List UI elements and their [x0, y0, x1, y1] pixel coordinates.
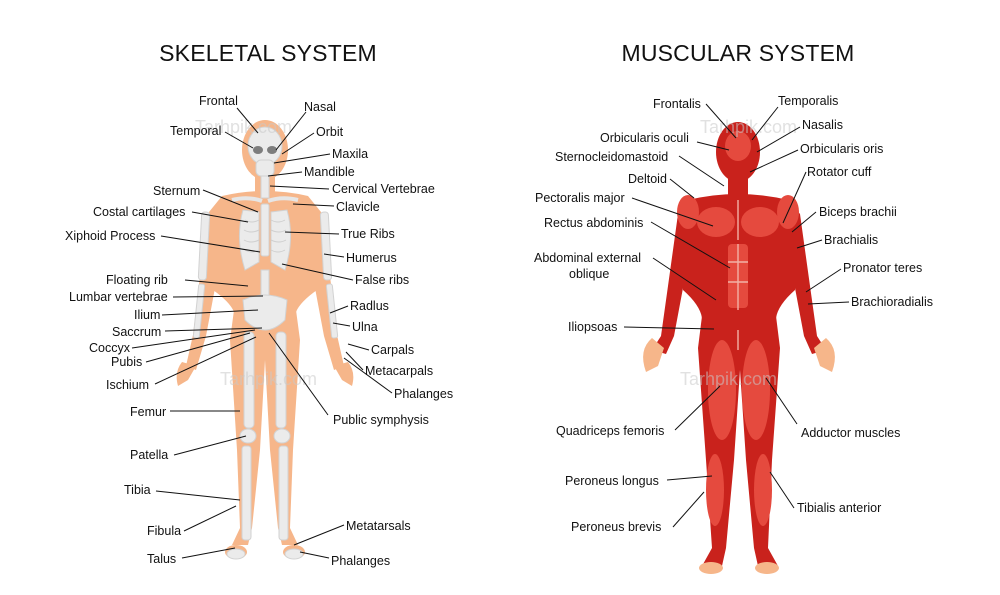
- label-radlus: Radlus: [350, 299, 389, 313]
- label-ulna: Ulna: [352, 320, 378, 334]
- muscle-body: [652, 122, 826, 566]
- watermark-text: Tarhpik.com: [220, 369, 317, 389]
- label-clavicle: Clavicle: [336, 200, 380, 214]
- label-metatarsals: Metatarsals: [346, 519, 411, 533]
- label-orbit: Orbit: [316, 125, 344, 139]
- label-maxila: Maxila: [332, 147, 368, 161]
- label-ischium: Ischium: [106, 378, 149, 392]
- skeletal-labels: Frontal Nasal Temporal Orbit Maxila Mand…: [65, 94, 453, 568]
- watermarks: Tarhpik.com Tarhpik.com Tarhpik.com Tarh…: [195, 117, 797, 389]
- label-public-symphysis: Public symphysis: [333, 413, 429, 427]
- label-sternocleidomastoid: Sternocleidomastoid: [555, 150, 668, 164]
- bones: [192, 126, 339, 560]
- label-orbicularis-oris: Orbicularis oris: [800, 142, 883, 156]
- label-deltoid: Deltoid: [628, 172, 667, 186]
- label-mandible: Mandible: [304, 165, 355, 179]
- label-brachioradialis: Brachioradialis: [851, 295, 933, 309]
- label-frontalis: Frontalis: [653, 97, 701, 111]
- label-peroneus-brevis: Peroneus brevis: [571, 520, 661, 534]
- label-nasal: Nasal: [304, 100, 336, 114]
- label-rotator-cuff: Rotator cuff: [807, 165, 872, 179]
- label-temporal: Temporal: [170, 124, 221, 138]
- label-carpals: Carpals: [371, 343, 414, 357]
- watermark-text: Tarhpik.com: [195, 117, 292, 137]
- label-false-ribs: False ribs: [355, 273, 409, 287]
- label-temporalis: Temporalis: [778, 94, 838, 108]
- muscle-fibre-lines: [728, 200, 748, 350]
- label-nasalis: Nasalis: [802, 118, 843, 132]
- hands-feet: [643, 338, 835, 574]
- label-peroneus-longus: Peroneus longus: [565, 474, 659, 488]
- muscle-highlights: [677, 131, 799, 526]
- label-quadriceps-femoris: Quadriceps femoris: [556, 424, 664, 438]
- label-pectoralis-major: Pectoralis major: [535, 191, 625, 205]
- label-femur: Femur: [130, 405, 166, 419]
- watermark-text: Tarhpik.com: [680, 369, 777, 389]
- label-orbicularis-oculi: Orbicularis oculi: [600, 131, 689, 145]
- label-humerus: Humerus: [346, 251, 397, 265]
- label-patella: Patella: [130, 448, 168, 462]
- label-costal-cartilages: Costal cartilages: [93, 205, 185, 219]
- watermark-text: Tarhpik.com: [700, 117, 797, 137]
- skeletal-leader-lines: [131, 107, 393, 559]
- label-brachialis: Brachialis: [824, 233, 878, 247]
- label-abdominal-external: Abdominal external: [534, 251, 641, 265]
- label-coccyx: Coccyx: [89, 341, 131, 355]
- label-metacarpals: Metacarpals: [365, 364, 433, 378]
- label-phalanges-hand: Phalanges: [394, 387, 453, 401]
- label-frontal: Frontal: [199, 94, 238, 108]
- muscular-labels: Frontalis Temporalis Nasalis Orbicularis…: [534, 94, 933, 534]
- label-tibialis-anterior: Tibialis anterior: [797, 501, 881, 515]
- label-floating-rib: Floating rib: [106, 273, 168, 287]
- muscular-leader-lines: [623, 103, 850, 528]
- skeletal-title: SKELETAL SYSTEM: [159, 40, 377, 66]
- label-cervical-vertebrae: Cervical Vertebrae: [332, 182, 435, 196]
- label-ilium: Ilium: [134, 308, 160, 322]
- muscular-title: MUSCULAR SYSTEM: [621, 40, 854, 66]
- label-iliopsoas: Iliopsoas: [568, 320, 617, 334]
- skeletal-figure: [176, 120, 354, 560]
- label-adductor-muscles: Adductor muscles: [801, 426, 900, 440]
- label-pronator-teres: Pronator teres: [843, 261, 922, 275]
- label-rectus-abdominis: Rectus abdominis: [544, 216, 643, 230]
- label-lumbar-vertebrae: Lumbar vertebrae: [69, 290, 168, 304]
- label-biceps-brachii: Biceps brachii: [819, 205, 897, 219]
- label-fibula: Fibula: [147, 524, 181, 538]
- label-true-ribs: True Ribs: [341, 227, 395, 241]
- muscular-figure: [643, 122, 835, 574]
- label-talus: Talus: [147, 552, 176, 566]
- label-sternum: Sternum: [153, 184, 200, 198]
- rib-lines: [243, 219, 287, 253]
- label-xiphoid-process: Xiphoid Process: [65, 229, 155, 243]
- label-saccrum: Saccrum: [112, 325, 161, 339]
- label-tibia: Tibia: [124, 483, 151, 497]
- label-pubis: Pubis: [111, 355, 142, 369]
- label-phalanges-foot: Phalanges: [331, 554, 390, 568]
- label-oblique: oblique: [569, 267, 609, 281]
